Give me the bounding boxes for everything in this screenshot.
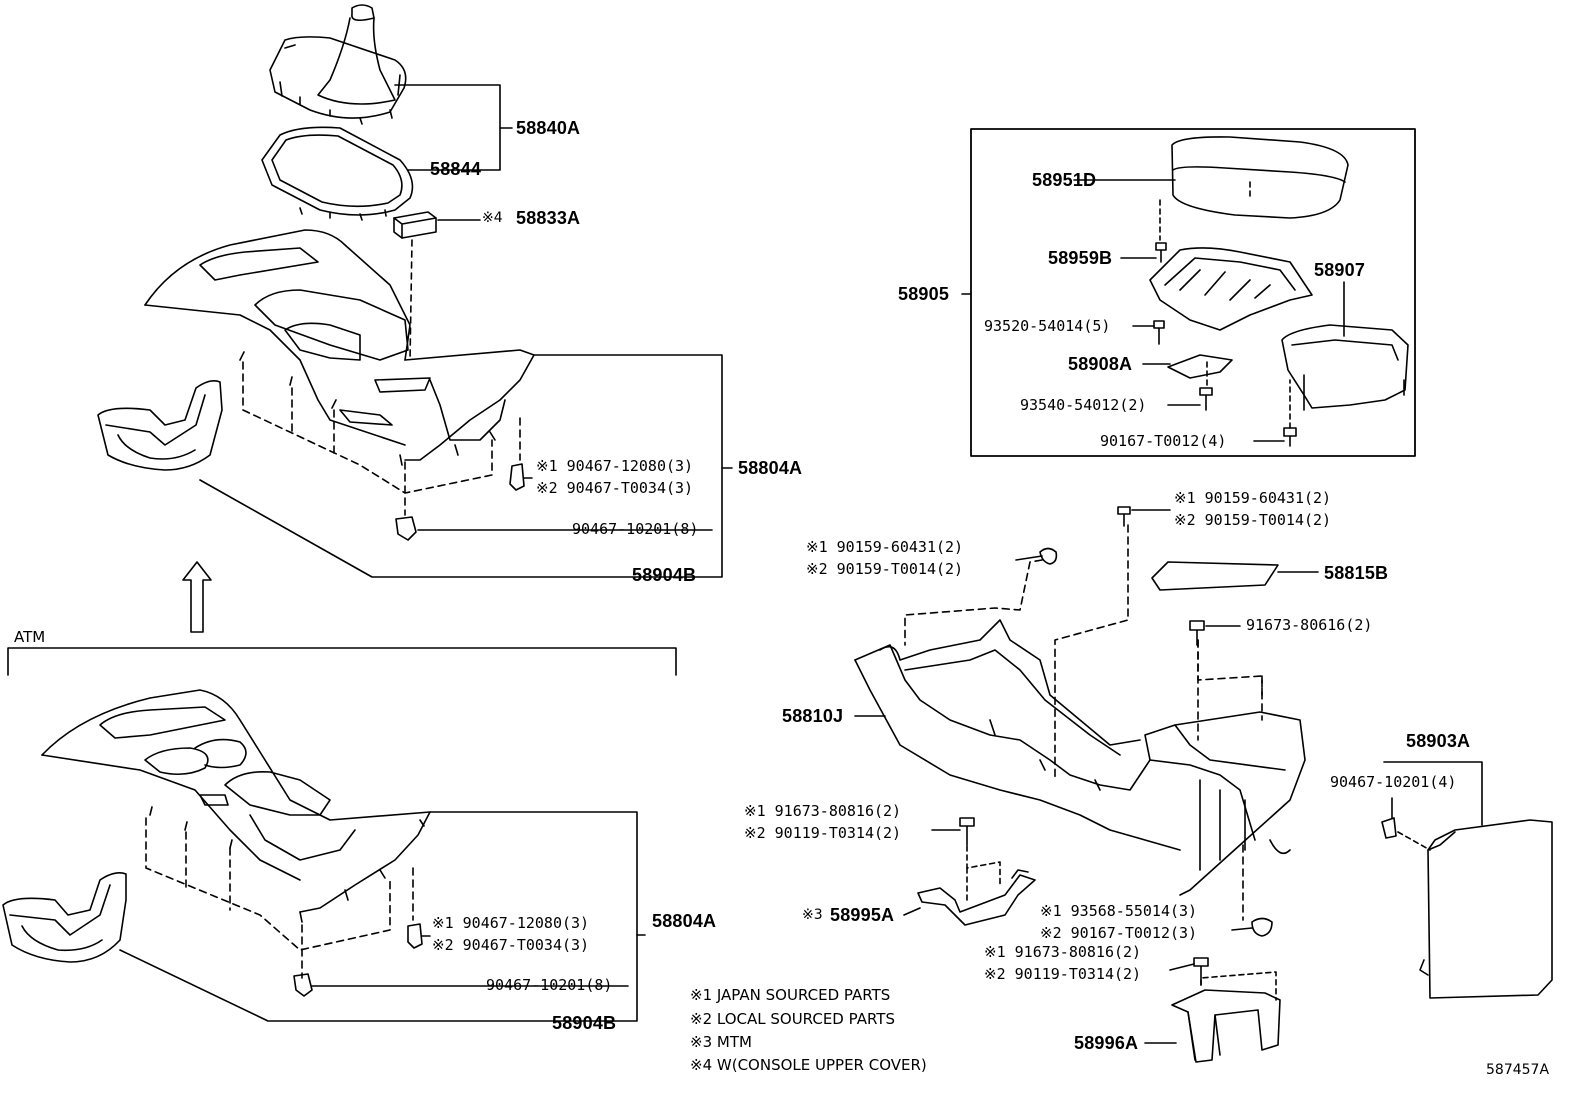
- up-arrow: [182, 561, 212, 633]
- clip-drawings-top: [395, 463, 525, 541]
- armrest-cupholder-drawing: [1281, 324, 1409, 411]
- bolt-label-right-1a: ※1 90159-60431(2): [1174, 489, 1332, 507]
- bolt-label-left-1b: ※2 90159-T0014(2): [806, 560, 964, 578]
- upper-cover-drawing: [393, 211, 437, 239]
- clip-58903A-mounting-line: [1397, 831, 1431, 851]
- legend-line-2: ※2 LOCAL SOURCED PARTS: [690, 1010, 895, 1028]
- clip-label-top-3: 90467-10201(8): [572, 520, 699, 538]
- part-label-58904B-bottom: 58904B: [552, 1013, 617, 1033]
- legend-line-4: ※4 W(CONSOLE UPPER COVER): [690, 1056, 927, 1074]
- part-label-58844: 58844: [430, 159, 482, 179]
- clip-drawings-bottom: [293, 923, 423, 997]
- clip-label-top-1: ※1 90467-12080(3): [536, 457, 694, 475]
- part-label-58903A: 58903A: [1406, 731, 1471, 751]
- bracket-58996A-drawing: [1171, 989, 1281, 1063]
- note-mark-58995A: ※3: [802, 907, 823, 923]
- part-label-58804A-bottom: 58804A: [652, 911, 717, 931]
- clip-58903A-drawing: [1381, 817, 1397, 839]
- console-top-drawing: [144, 229, 535, 466]
- screw-label-93520: 93520-54014(5): [984, 317, 1111, 335]
- screw-label-93568: ※1 93568-55014(3): [1040, 902, 1198, 920]
- part-label-58905: 58905: [898, 284, 950, 304]
- screw-label-90167-box: 90167-T0012(4): [1100, 432, 1227, 450]
- screw-label-93540: 93540-54012(2): [1020, 396, 1147, 414]
- screw-label-90167-T0012-3: ※2 90167-T0012(3): [1040, 924, 1198, 942]
- shift-boot-drawing: [269, 4, 407, 125]
- part-label-58951D: 58951D: [1032, 170, 1097, 190]
- part-label-58833A: 58833A: [516, 208, 581, 228]
- box-mounting-lines: [1206, 359, 1291, 429]
- bracket-58995A-mounting-lines: [966, 845, 1001, 901]
- clip-label-bottom-2: ※2 90467-T0034(3): [432, 936, 590, 954]
- screw-drawings-box: [1153, 242, 1297, 447]
- armrest-bracket-drawing: [1149, 247, 1313, 331]
- console-atm-mounting-lines: [145, 817, 414, 979]
- part-label-58908A: 58908A: [1068, 354, 1133, 374]
- clip-label-bottom-1: ※1 90467-12080(3): [432, 914, 590, 932]
- bolt-label-left-3b: ※2 90119-T0314(2): [984, 965, 1142, 983]
- clip-label-bottom-3: 90467-10201(8): [486, 976, 613, 994]
- armrest-box-frame: [970, 128, 1416, 457]
- part-label-58959B: 58959B: [1048, 248, 1113, 268]
- bolt-drawings-right: [959, 506, 1273, 986]
- bolt-label-left-1a: ※1 90159-60431(2): [806, 538, 964, 556]
- bracket-58996A-mounting-lines: [1200, 971, 1277, 1001]
- side-panel-58903A-drawing: [1419, 819, 1553, 999]
- console-tray-atm-drawing: [2, 872, 127, 963]
- part-label-58995A: 58995A: [830, 905, 895, 925]
- clip-label-top-2: ※2 90467-T0034(3): [536, 479, 694, 497]
- console-top-mounting-lines: [242, 361, 521, 516]
- part-label-58810J: 58810J: [782, 706, 844, 726]
- atm-bracket: [7, 647, 677, 676]
- bracket-58995A-drawing: [917, 869, 1036, 926]
- part-label-58907: 58907: [1314, 260, 1366, 280]
- screw-label-91673-80616: 91673-80616(2): [1246, 616, 1373, 634]
- console-lid-drawing: [1151, 561, 1279, 591]
- part-label-58996A: 58996A: [1074, 1033, 1139, 1053]
- bottom-leader-lines: [119, 811, 646, 1022]
- console-body-mounting-lines: [904, 524, 1263, 921]
- box-leader-lines: [1120, 257, 1345, 442]
- clip-label-58903A: 90467-10201(4): [1330, 773, 1457, 791]
- bolt-label-left-2a: ※1 91673-80816(2): [744, 802, 902, 820]
- part-label-58840A: 58840A: [516, 118, 581, 138]
- bolt-label-left-3a: ※1 91673-80816(2): [984, 943, 1142, 961]
- armrest-lid-drawing: [1171, 136, 1349, 219]
- lid-mounting-lines: [1159, 181, 1251, 241]
- trim-ring-drawing: [261, 126, 414, 221]
- part-label-58804A-top: 58804A: [738, 458, 803, 478]
- atm-section-label: ATM: [14, 628, 46, 646]
- diagram-id: 587457A: [1486, 1062, 1550, 1078]
- console-tray-drawing: [97, 380, 223, 471]
- console-body-drawing: [854, 619, 1306, 896]
- right-leader-lines: [854, 509, 1483, 1044]
- top-leader-lines: [199, 84, 733, 578]
- part-label-58815B: 58815B: [1324, 563, 1389, 583]
- legend-line-1: ※1 JAPAN SOURCED PARTS: [690, 986, 891, 1004]
- part-label-58904B-top: 58904B: [632, 565, 697, 585]
- bolt-label-right-1b: ※2 90159-T0014(2): [1174, 511, 1332, 529]
- legend-line-3: ※3 MTM: [690, 1033, 752, 1051]
- note-mark-58833A: ※4: [482, 210, 503, 226]
- console-atm-drawing: [41, 689, 431, 923]
- bolt-label-left-2b: ※2 90119-T0314(2): [744, 824, 902, 842]
